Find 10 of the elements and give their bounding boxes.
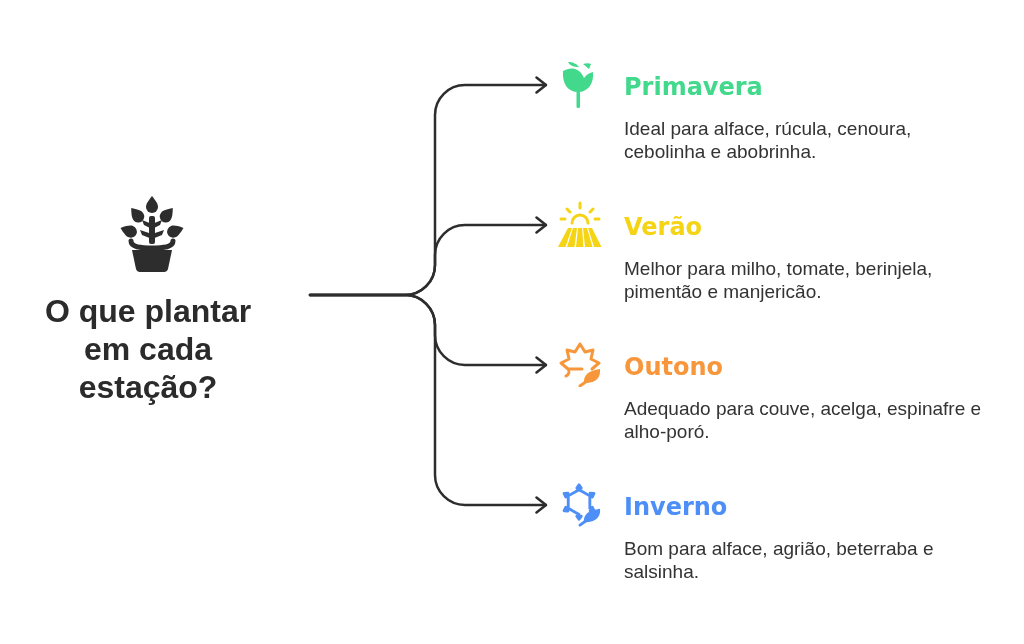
season-heading: Outono — [624, 352, 725, 382]
branch-arrow — [308, 293, 548, 514]
season-description: Ideal para alface, rúcula, cenoura, cebolinha e abobrinha. — [624, 117, 913, 163]
season-heading: Primavera — [624, 72, 764, 102]
season-description: Melhor para milho, tomate, berinjela, pimentão e manjericão. — [624, 257, 934, 303]
hub-title: O que plantar em cada estação? — [43, 292, 253, 406]
season-description: Bom para alface, agrião, beterraba e salsinha. — [624, 537, 935, 583]
season-heading: Inverno — [624, 492, 729, 522]
season-description: Adequado para couve, acelga, espinafre e alho-poró. — [624, 397, 983, 443]
season-heading: Verão — [624, 212, 704, 242]
